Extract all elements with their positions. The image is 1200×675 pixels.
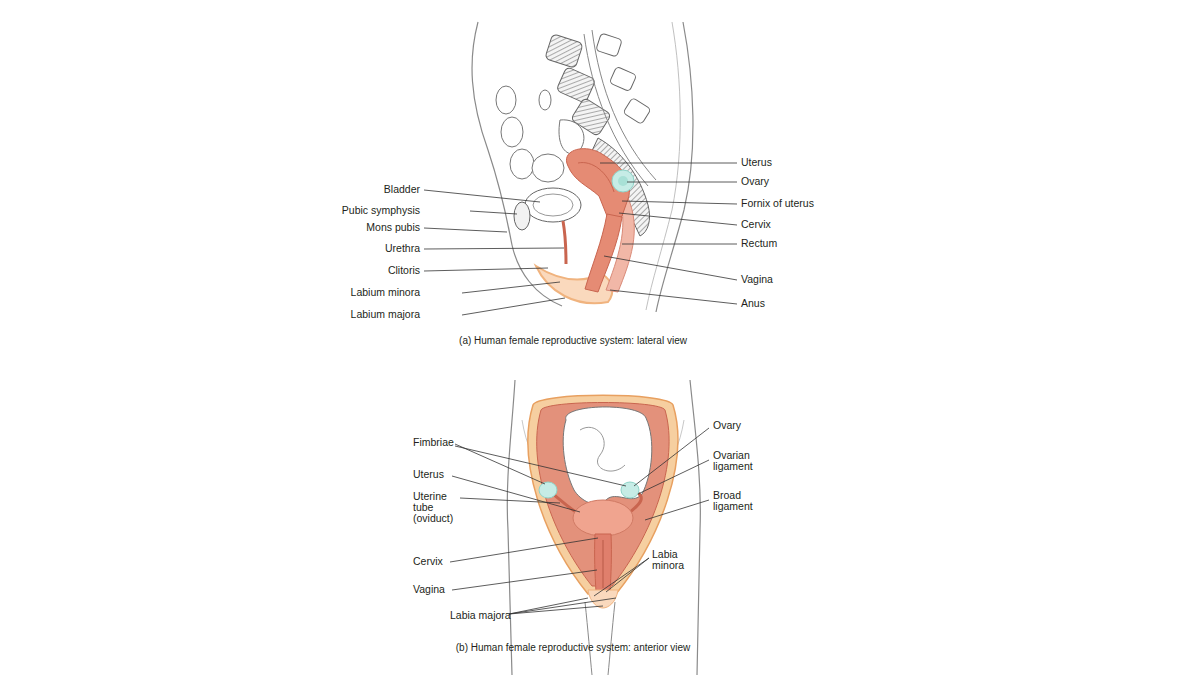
vagina-shape (595, 534, 612, 592)
leader-lines (450, 428, 709, 614)
part-label: Labium minora (351, 287, 420, 298)
part-label: Labia minora (652, 549, 692, 571)
vulva-shape (588, 590, 618, 608)
part-label: Fimbriae (413, 437, 454, 448)
part-label: Cervix (413, 556, 443, 567)
body-outline (507, 380, 515, 675)
bladder-shape (525, 188, 581, 222)
uterus-shape (566, 149, 629, 222)
leg-outline (585, 602, 615, 675)
uterus-shape (573, 500, 633, 536)
pubic-bone (514, 202, 530, 230)
leader-lines (424, 163, 737, 315)
part-label: Uterus (413, 469, 444, 480)
ovary-shape (612, 170, 634, 192)
part-label: Cervix (741, 219, 771, 230)
part-label: Broad ligament (713, 490, 765, 512)
anterior-view (507, 380, 700, 675)
intestine (563, 407, 652, 504)
part-label: Ovarian ligament (713, 450, 765, 472)
part-label: Anus (741, 298, 765, 309)
part-label: Ovary (713, 420, 741, 431)
lateral-view (472, 22, 693, 312)
part-label: Pubic symphysis (342, 205, 420, 216)
urethra-shape (563, 221, 566, 264)
part-label: Vagina (413, 584, 445, 595)
body-outline (690, 380, 700, 675)
figure-caption: (a) Human female reproductive system: la… (459, 335, 687, 346)
part-label: Mons pubis (366, 222, 420, 233)
vagina-shape (603, 540, 604, 588)
part-label: Fornix of uterus (741, 198, 814, 209)
vagina-shape (585, 214, 622, 292)
part-label: Labia majora (450, 610, 511, 621)
part-label: Uterine tube (oviduct) (413, 491, 459, 524)
part-label: Bladder (384, 184, 420, 195)
figure-caption: (b) Human female reproductive system: an… (456, 642, 691, 653)
part-label: Clitoris (388, 265, 420, 276)
bladder-shape (533, 194, 573, 216)
part-label: Ovary (741, 176, 769, 187)
intestine (580, 427, 625, 471)
ovary-shape (618, 176, 628, 186)
part-label: Vagina (741, 274, 773, 285)
part-label: Rectum (741, 238, 777, 249)
ovary-shape (539, 482, 557, 498)
part-label: Urethra (385, 243, 420, 254)
part-label: Labium majora (351, 309, 420, 320)
part-label: Uterus (741, 157, 772, 168)
